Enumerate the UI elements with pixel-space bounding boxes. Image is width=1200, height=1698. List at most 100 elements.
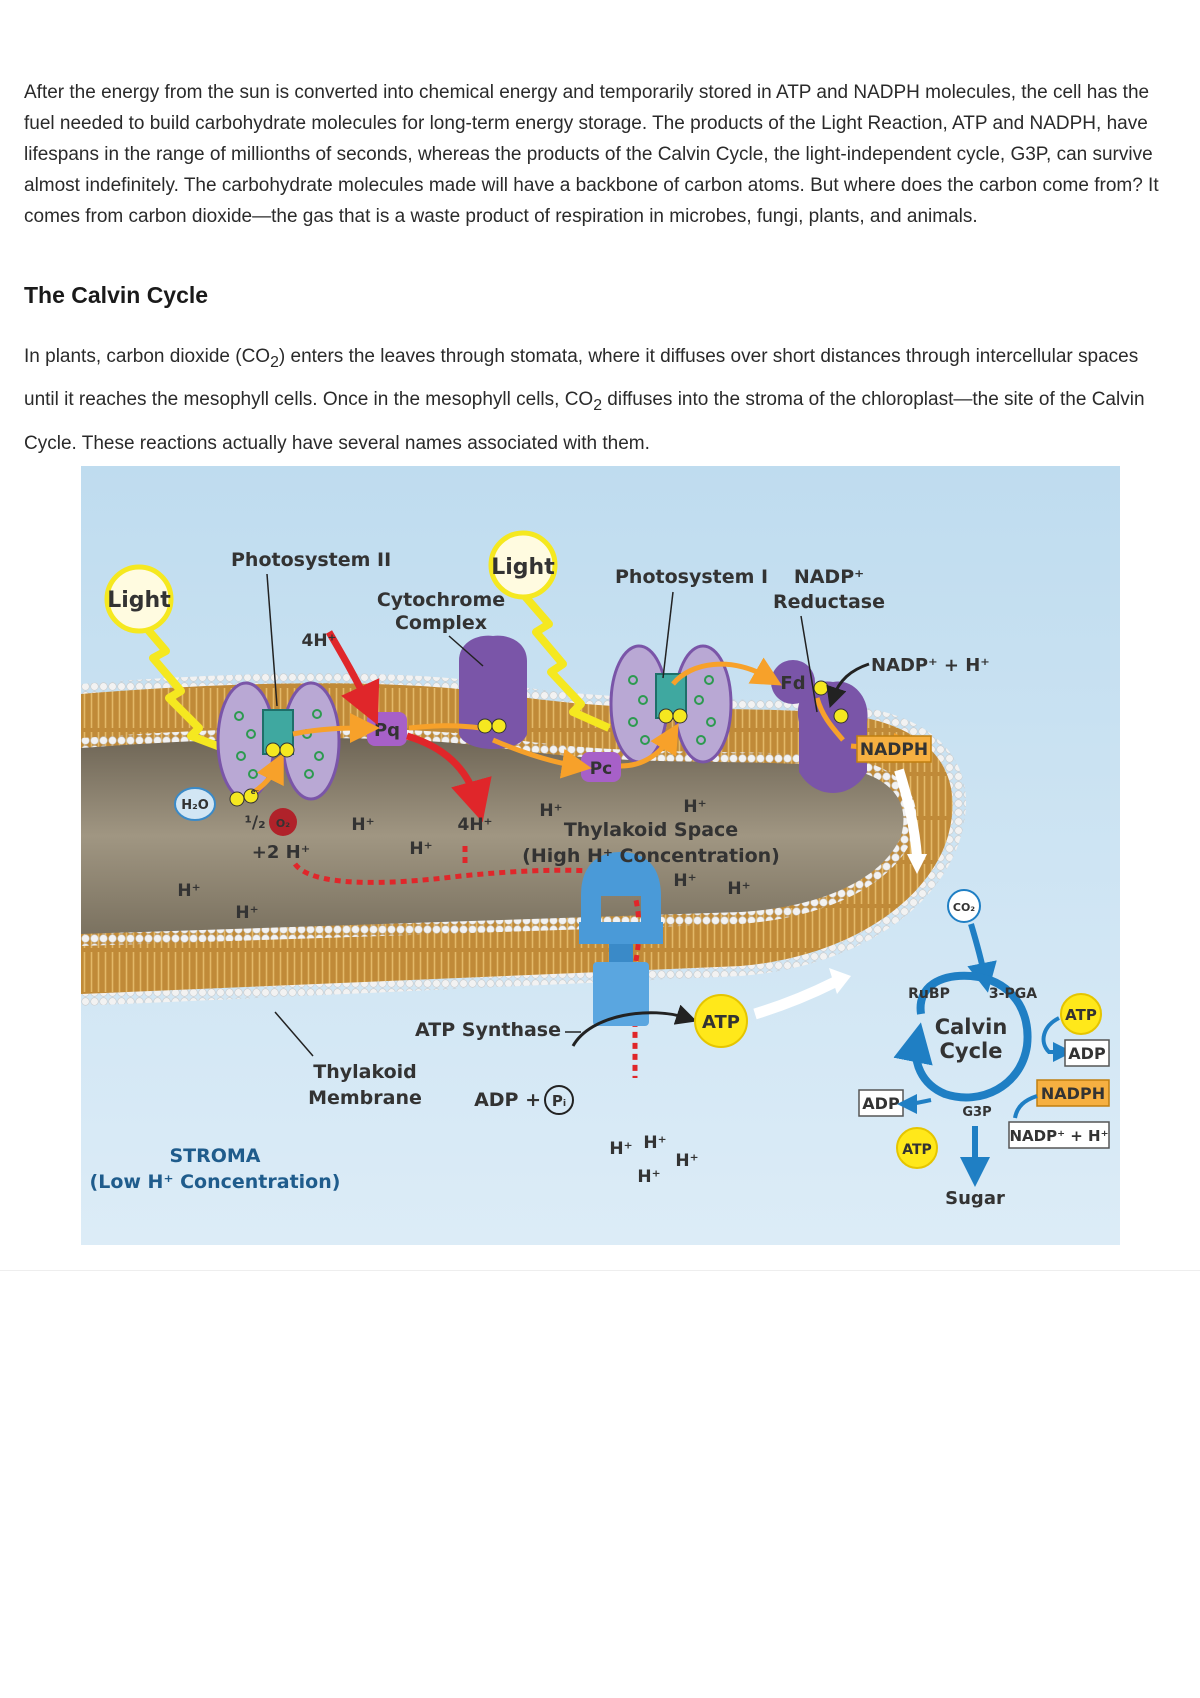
- thylakoid-membrane-label-2: Membrane: [308, 1087, 422, 1109]
- stroma-label-1: STROMA: [169, 1145, 260, 1167]
- cytochrome-complex-protein: [459, 635, 527, 749]
- nadph-box: [856, 735, 932, 763]
- nadp-reductase-leader: [800, 615, 818, 713]
- cycle-adp-left-label: ADP: [862, 1094, 900, 1113]
- electron-ball-reductase: [833, 708, 849, 724]
- oxygen-circle: [269, 808, 297, 836]
- photosystem-i-leader: [662, 591, 674, 679]
- h-plus-lumen-3: H⁺: [539, 801, 562, 821]
- thylakoid-lumen: [81, 738, 904, 934]
- cytochrome-leader: [448, 635, 484, 667]
- electron-path-ps2-to-pq: [292, 713, 380, 744]
- cycle-atp-to-adp-arrow: [1041, 1016, 1073, 1062]
- plus-2h-label: +2 H⁺: [252, 842, 310, 863]
- proton-gradient-flow: [292, 862, 642, 1078]
- pq-label: Pq: [374, 720, 400, 741]
- adp-pi-label: ADP +: [474, 1089, 541, 1111]
- nadp-plus-h-label: NADP⁺ + H⁺: [871, 655, 990, 676]
- four-h-top-label: 4H⁺: [301, 631, 336, 651]
- cycle-atp-bottom-circle: [896, 1127, 938, 1169]
- cytochrome-label-1: Cytochrome: [377, 589, 505, 611]
- co2-arrow: [967, 923, 997, 993]
- atp-synthase-arrow: [571, 1004, 697, 1047]
- photosynthesis-diagram: Light Light Fd Pq Pc: [81, 466, 1120, 1245]
- light-label-right: Light: [491, 555, 555, 580]
- h-plus-stroma-5: H⁺: [675, 1151, 698, 1171]
- cytochrome-label-2: Complex: [395, 612, 487, 634]
- water-label: H₂O: [181, 798, 209, 813]
- water-molecule: [174, 787, 216, 821]
- g3p-label: G3P: [962, 1105, 991, 1120]
- electron-path-pc-to-ps1: [620, 723, 679, 769]
- fd-label: Fd: [780, 673, 805, 694]
- cycle-atp-top-label: ATP: [1065, 1006, 1097, 1024]
- sugar-label: Sugar: [945, 1188, 1005, 1209]
- nadph-to-calvin-arrowhead: [907, 854, 927, 874]
- h-plus-stroma-4: H⁺: [643, 1133, 666, 1153]
- stroma-label-2: (Low H⁺ Concentration): [90, 1171, 341, 1193]
- electron-path-pq-to-cyt: [408, 723, 482, 731]
- electron-ball-water: [229, 791, 245, 807]
- electron-label: e⁻: [251, 788, 260, 796]
- electron-ball-ps1-b: [672, 708, 688, 724]
- half-label: ¹/₂: [244, 813, 265, 833]
- lumen-four-h-label: 4H⁺: [457, 815, 492, 835]
- atp-synthase-label: ATP Synthase: [415, 1019, 561, 1041]
- calvin-cycle-ring: [893, 971, 1032, 1102]
- atp-output-circle: [694, 994, 748, 1048]
- h-plus-stroma-1: H⁺: [177, 881, 200, 901]
- h-plus-stroma-2: H⁺: [235, 903, 258, 923]
- cycle-atp-bottom-label: ATP: [902, 1142, 932, 1158]
- thylakoid-membrane-leader: [274, 1011, 314, 1057]
- nadp-reductase-label-2: Reductase: [773, 591, 885, 613]
- cycle-atp-top-circle: [1060, 993, 1102, 1035]
- electron-path-ps1-to-fd: [671, 657, 782, 686]
- electron-path-fd-to-reductase: [814, 697, 845, 742]
- photosystem-i-label: Photosystem I: [615, 566, 768, 588]
- pi-circle: [544, 1085, 574, 1115]
- thylakoid-space-label-1: Thylakoid Space: [564, 819, 738, 841]
- h-plus-stroma-3: H⁺: [609, 1139, 632, 1159]
- subscript-2-first: 2: [270, 353, 279, 371]
- nadp-input-arrow: [826, 662, 870, 708]
- fd-protein: [771, 660, 815, 704]
- section-paragraph: In plants, carbon dioxide (CO2) enters t…: [24, 338, 1174, 462]
- co2-circle: [947, 889, 981, 923]
- page-divider: [0, 1270, 1200, 1271]
- electron-ball-fd: [813, 680, 829, 696]
- electron-ball-cyt: [477, 718, 493, 734]
- subscript-2-second: 2: [593, 397, 603, 415]
- paragraph-text-2: ) enters the leaves through stomata, whe…: [24, 346, 1139, 411]
- proton-arrow-pq-to-lumen: [406, 732, 492, 823]
- cycle-nadph-arrow: [1013, 1094, 1038, 1119]
- nadph-to-calvin-arrow: [894, 768, 922, 859]
- h-plus-lumen-1: H⁺: [351, 815, 374, 835]
- electron-ball-cyt-b: [491, 718, 507, 734]
- three-pga-label: 3-PGA: [989, 986, 1037, 1002]
- electron-ball-ps2: [265, 742, 281, 758]
- light-circle-left: [104, 564, 174, 634]
- paragraph-text-1: In plants, carbon dioxide (CO: [24, 346, 271, 367]
- calvin-label-1: Calvin: [935, 1015, 1008, 1039]
- h-plus-lumen-4: H⁺: [683, 797, 706, 817]
- cycle-nadph-label: NADPH: [1041, 1084, 1105, 1103]
- h-plus-lumen-2: H⁺: [409, 839, 432, 859]
- light-label-left: Light: [107, 588, 171, 613]
- section-heading: The Calvin Cycle: [24, 282, 209, 308]
- cycle-nadp-label: NADP⁺ + H⁺: [1009, 1127, 1108, 1145]
- cycle-adp-right-label: ADP: [1068, 1044, 1106, 1063]
- nadp-reductase-protein: [797, 681, 868, 793]
- light-circle-right: [488, 530, 558, 600]
- photosystem-ii-leader: [266, 573, 278, 707]
- electron-ball-water-b: [243, 788, 259, 804]
- electron-path-cyt-to-pc: [492, 737, 592, 779]
- atp-to-calvin-arrow: [753, 977, 838, 1020]
- h-plus-lumen-5: H⁺: [673, 871, 696, 891]
- paragraph-text-3: diffuses into the stroma of the chloropl…: [24, 389, 1145, 454]
- co2-label: CO₂: [953, 901, 975, 914]
- electron-ball-ps2-b: [279, 742, 295, 758]
- thylakoid-membrane-label-1: Thylakoid: [313, 1061, 417, 1083]
- thylakoid-space-label-2: (High H⁺ Concentration): [522, 845, 780, 867]
- intro-paragraph: After the energy from the sun is convert…: [24, 82, 1159, 227]
- nadp-reductase-label-1: NADP⁺: [794, 566, 864, 588]
